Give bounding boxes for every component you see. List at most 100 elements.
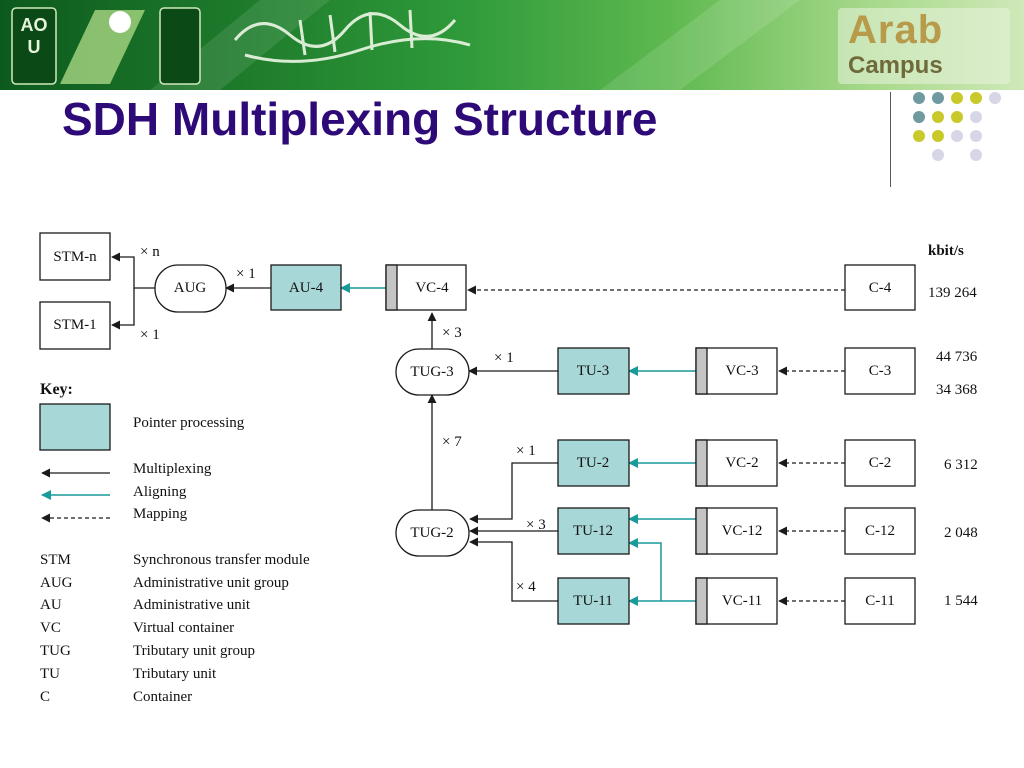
vc-4-label: VC-4 <box>415 280 449 296</box>
abbreviation-row: TUG Tributary unit group <box>40 643 255 659</box>
node-vc-3: VC-3 <box>695 347 778 395</box>
abbr-meaning: Tributary unit group <box>133 643 255 659</box>
abbreviation-row: C Container <box>40 689 192 705</box>
tu-2-label: TU-2 <box>577 455 610 471</box>
mult-stm-1: × 1 <box>140 327 160 343</box>
node-c-11: C-11 <box>844 577 916 625</box>
c-3-label: C-3 <box>869 363 892 379</box>
mult-tu2-tug2: × 1 <box>516 443 536 459</box>
abbr-meaning: Administrative unit group <box>133 575 289 591</box>
aou-logo-circle <box>109 11 131 33</box>
rate-c12: 2 048 <box>944 525 978 541</box>
rate-c3-a: 44 736 <box>936 349 978 365</box>
node-stm-1: STM-1 <box>39 301 111 350</box>
node-c-4: C-4 <box>844 264 916 311</box>
node-tu-12: TU-12 <box>557 507 630 555</box>
node-tug-2: TUG-2 <box>395 509 470 557</box>
mult-tu12-tug2: × 3 <box>526 517 546 533</box>
rate-column: kbit/s 139 264 44 736 34 368 6 312 2 048… <box>928 243 978 609</box>
aou-logo-text: AOU <box>20 15 48 57</box>
c-11-label: C-11 <box>865 593 894 609</box>
abbr-meaning: Container <box>133 689 192 705</box>
legend-multiplexing-label: Multiplexing <box>133 461 212 477</box>
decorative-dots <box>913 92 1001 161</box>
banner-art <box>11 0 1010 90</box>
vc-11-label: VC-11 <box>722 593 762 609</box>
abbr-term: STM <box>40 552 71 568</box>
campus-logo-text: Campus <box>848 52 943 79</box>
node-c-3: C-3 <box>844 347 916 395</box>
mult-aug-au4: × 1 <box>236 266 256 282</box>
abbr-meaning: Virtual container <box>133 620 234 636</box>
node-aug: AUG <box>154 264 227 313</box>
header-banner: AOU Arab Campus <box>0 0 1024 90</box>
node-tu-3: TU-3 <box>557 347 630 395</box>
title-divider <box>890 92 891 187</box>
node-c-12: C-12 <box>844 507 916 555</box>
node-tug-3: TUG-3 <box>395 348 470 396</box>
legend-pointer-label: Pointer processing <box>133 415 245 431</box>
arab-campus-plate <box>838 8 1010 84</box>
abbr-term: VC <box>40 620 61 636</box>
abbr-term: TU <box>40 666 60 682</box>
mult-tu11-tug2: × 4 <box>516 579 536 595</box>
node-c-2: C-2 <box>844 439 916 487</box>
rate-c2: 6 312 <box>944 457 978 473</box>
mult-tug2-tug3: × 7 <box>442 434 462 450</box>
abbr-term: TUG <box>40 643 71 659</box>
tu-3-label: TU-3 <box>577 363 610 379</box>
mult-tug3-vc4: × 3 <box>442 325 462 341</box>
legend-heading: Key: <box>40 381 73 398</box>
legend-pointer-swatch <box>39 403 111 451</box>
legend-mapping-label: Mapping <box>133 506 188 522</box>
node-tu-2: TU-2 <box>557 439 630 487</box>
aou-logo-left-panel <box>11 7 57 85</box>
mult-stm-n: × n <box>140 244 160 260</box>
vc-3-label: VC-3 <box>725 363 758 379</box>
abbr-meaning: Tributary unit <box>133 666 217 682</box>
abbreviation-list: STM Synchronous transfer module AUG Admi… <box>40 552 310 705</box>
aug-label: AUG <box>174 280 207 296</box>
rate-c4: 139 264 <box>928 285 977 301</box>
tu-11-label: TU-11 <box>573 593 612 609</box>
tu-12-label: TU-12 <box>573 523 613 539</box>
abbreviation-row: TU Tributary unit <box>40 666 217 682</box>
legend-aligning-label: Aligning <box>133 484 187 500</box>
rate-c3-b: 34 368 <box>936 382 977 398</box>
aou-logo-right-panel <box>159 7 201 85</box>
calligraphy-emblem <box>233 9 471 63</box>
node-stm-n: STM-n <box>39 232 111 281</box>
mult-tu3-tug3: × 1 <box>494 350 514 366</box>
au-4-label: AU-4 <box>289 280 324 296</box>
abbr-meaning: Administrative unit <box>133 597 251 613</box>
node-au-4: AU-4 <box>270 264 342 311</box>
node-vc-11: VC-11 <box>695 577 778 625</box>
c-2-label: C-2 <box>869 455 892 471</box>
stm-1-label: STM-1 <box>53 317 96 333</box>
connectors <box>111 252 845 606</box>
abbr-term: AU <box>40 597 62 613</box>
stm-n-label: STM-n <box>53 249 97 265</box>
vc-2-label: VC-2 <box>725 455 758 471</box>
legend: Key: Pointer processing Multiplexing Ali… <box>39 381 245 523</box>
tug-2-label: TUG-2 <box>410 525 453 541</box>
arab-logo-text: Arab <box>848 8 944 52</box>
abbreviation-row: VC Virtual container <box>40 620 234 636</box>
c-4-label: C-4 <box>869 280 892 296</box>
node-vc-4: VC-4 <box>385 264 467 311</box>
c-12-label: C-12 <box>865 523 895 539</box>
abbr-term: C <box>40 689 50 705</box>
abbreviation-row: STM Synchronous transfer module <box>40 552 310 568</box>
abbr-term: AUG <box>40 575 73 591</box>
abbreviation-row: AUG Administrative unit group <box>40 575 289 591</box>
node-tu-11: TU-11 <box>557 577 630 625</box>
node-vc-12: VC-12 <box>695 507 778 555</box>
rate-c11: 1 544 <box>944 593 978 609</box>
vc-12-label: VC-12 <box>722 523 763 539</box>
tug-3-label: TUG-3 <box>410 364 453 380</box>
abbreviation-row: AU Administrative unit <box>40 597 251 613</box>
multiplier-labels: × n × 1 × 1 × 3 × 1 × 7 × 1 × 3 × 4 <box>140 244 546 595</box>
abbr-meaning: Synchronous transfer module <box>133 552 310 568</box>
slide-title: SDH Multiplexing Structure <box>62 93 658 145</box>
